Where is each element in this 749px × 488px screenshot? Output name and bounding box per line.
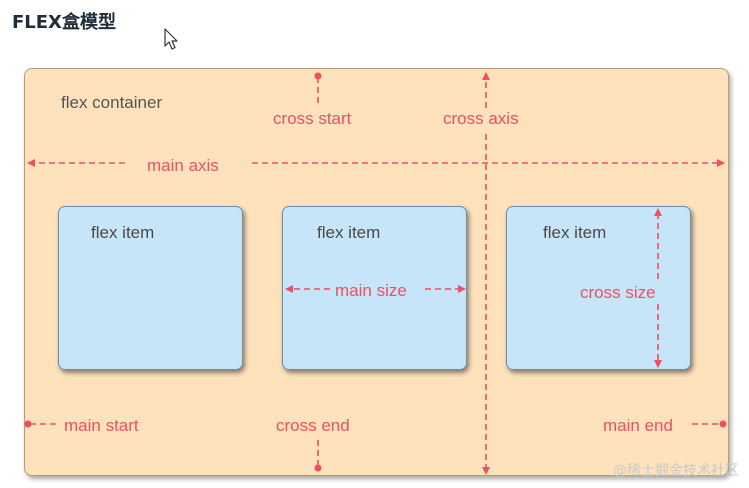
flex-item-3: flex item xyxy=(506,206,691,370)
cross-end-label: cross end xyxy=(276,416,350,435)
cross-size-label: cross size xyxy=(580,283,656,302)
page-title: FLEX盒模型 xyxy=(12,12,116,33)
cross-axis-label: cross axis xyxy=(443,109,519,128)
main-axis-label: main axis xyxy=(147,156,219,175)
mouse-cursor-icon xyxy=(164,28,178,50)
main-size-label: main size xyxy=(335,281,407,300)
flex-item-label: flex item xyxy=(317,223,381,242)
watermark-text: @稀土掘金技术社区 xyxy=(613,463,739,479)
flex-item-label: flex item xyxy=(91,223,155,242)
main-end-dot xyxy=(719,420,727,428)
main-start-dot xyxy=(24,420,32,428)
flex-item-label: flex item xyxy=(543,223,607,242)
cross-start-dot xyxy=(314,72,322,80)
flex-item-2: flex item xyxy=(282,206,467,370)
flex-item-1: flex item xyxy=(58,206,243,370)
main-start-label: main start xyxy=(64,416,139,435)
cross-start-label: cross start xyxy=(273,109,352,128)
main-end-label: main end xyxy=(603,416,673,435)
cross-end-dot xyxy=(314,464,322,472)
flex-container-label: flex container xyxy=(61,93,163,112)
